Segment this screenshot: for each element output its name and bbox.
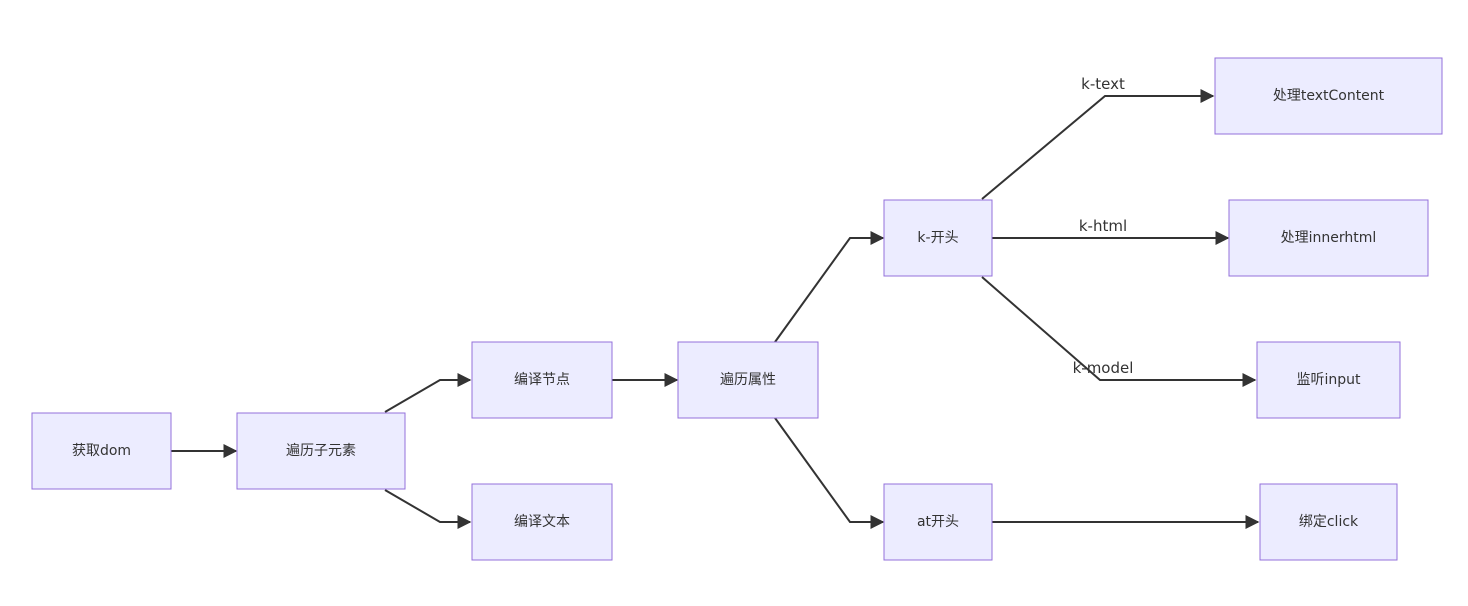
- edge-traverse-children-to-compile-node: [384, 373, 472, 413]
- node-get-dom[interactable]: 获取dom: [31, 412, 172, 490]
- edge-label-k-model: k-model: [1073, 359, 1134, 377]
- node-label: 遍历子元素: [286, 443, 356, 459]
- edge-label-k-html: k-html: [1079, 217, 1127, 235]
- edge-k-prefix-to-handle-text-content: [981, 89, 1215, 200]
- node-label: 编译文本: [514, 514, 570, 530]
- node-label: 遍历属性: [720, 372, 776, 388]
- node-label: 监听input: [1296, 372, 1361, 388]
- node-handle-inner-html[interactable]: 处理innerhtml: [1228, 199, 1429, 277]
- node-at-prefix[interactable]: at开头: [883, 483, 993, 561]
- node-label: 处理textContent: [1273, 88, 1385, 104]
- edges: [171, 89, 1260, 529]
- node-bind-click[interactable]: 绑定click: [1259, 483, 1398, 561]
- edge-traverse-attrs-to-at-prefix: [774, 417, 885, 529]
- node-label: 处理innerhtml: [1281, 230, 1377, 246]
- node-label: k-开头: [917, 230, 958, 246]
- node-k-prefix[interactable]: k-开头: [883, 199, 993, 277]
- node-label: 获取dom: [72, 443, 131, 459]
- edge-label-k-text: k-text: [1081, 75, 1125, 93]
- node-compile-text[interactable]: 编译文本: [471, 483, 613, 561]
- node-label: 编译节点: [514, 372, 570, 388]
- node-label: at开头: [917, 514, 959, 530]
- edge-labels: k-text k-html k-model: [1073, 75, 1134, 377]
- edge-traverse-children-to-compile-text: [384, 489, 472, 529]
- edge-traverse-attrs-to-k-prefix: [774, 231, 885, 343]
- node-label: 绑定click: [1299, 514, 1359, 530]
- node-compile-node[interactable]: 编译节点: [471, 341, 613, 419]
- node-traverse-attrs[interactable]: 遍历属性: [677, 341, 819, 419]
- node-listen-input[interactable]: 监听input: [1256, 341, 1401, 419]
- node-handle-text-content[interactable]: 处理textContent: [1214, 57, 1443, 135]
- node-traverse-children[interactable]: 遍历子元素: [236, 412, 406, 490]
- edge-k-prefix-to-listen-input: [981, 276, 1257, 387]
